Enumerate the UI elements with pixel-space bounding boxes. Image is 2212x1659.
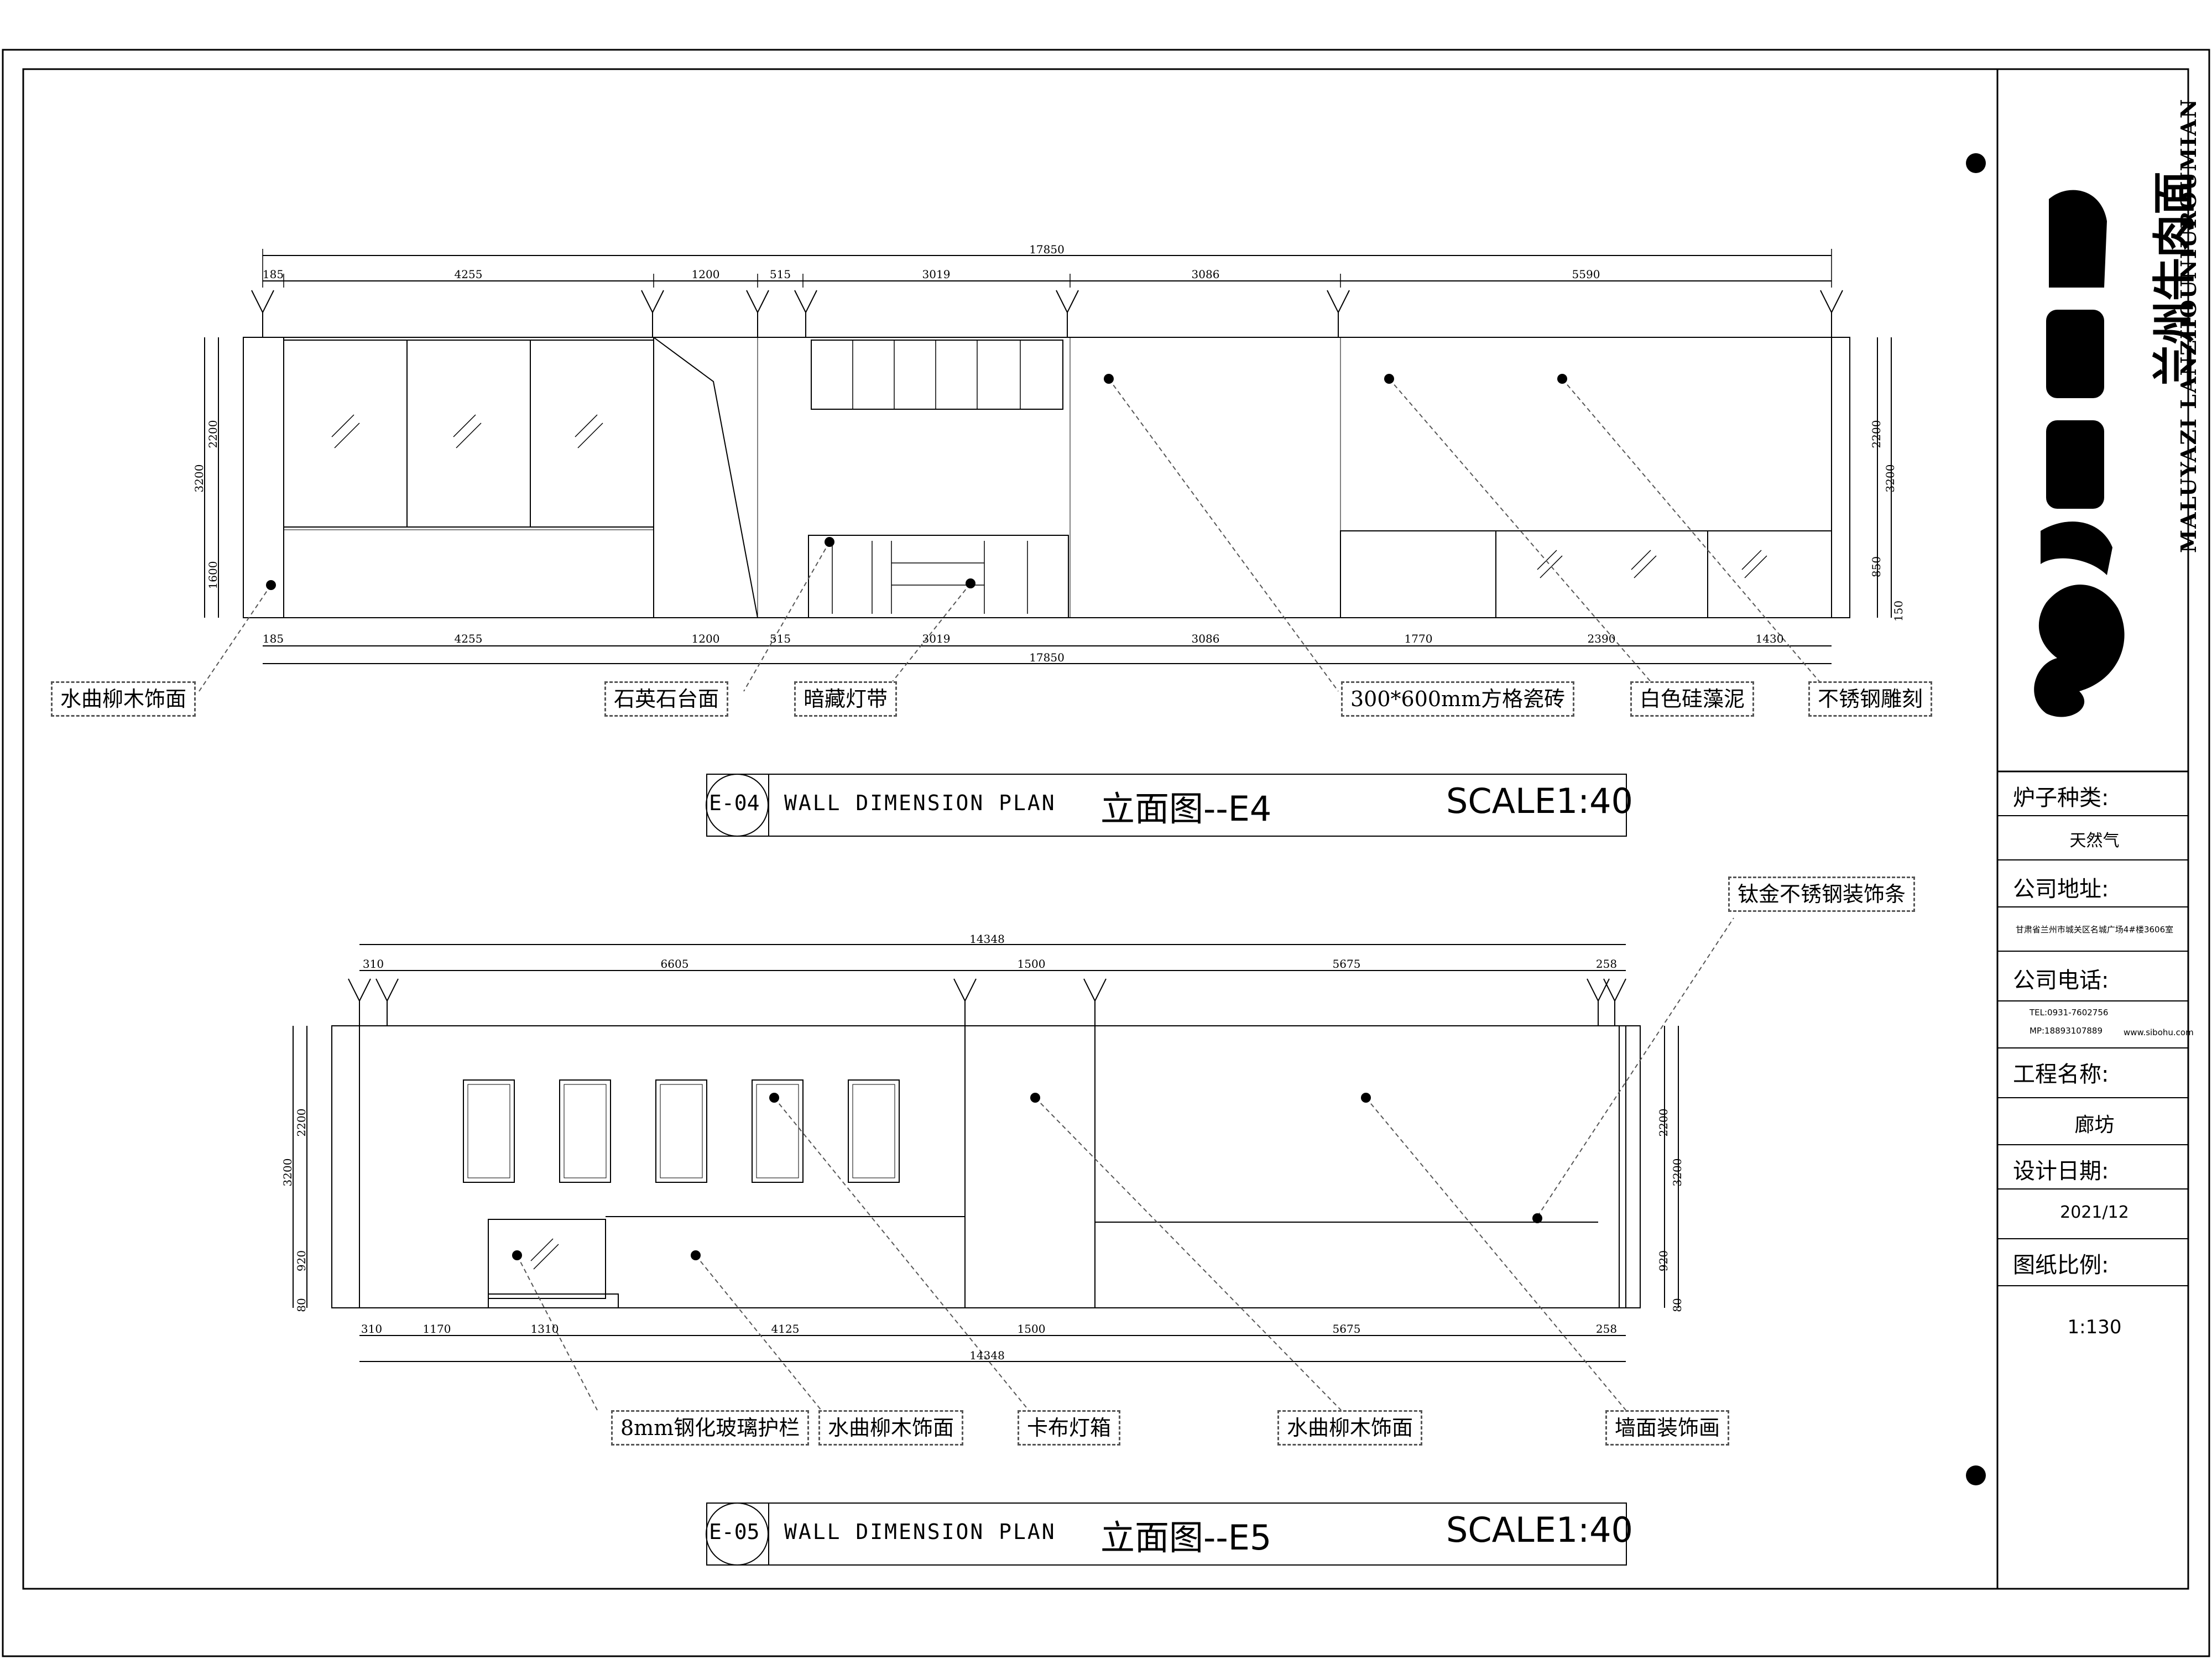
e5-left-dim: 3200 <box>281 1159 294 1187</box>
e4-code: E-04 <box>709 791 760 815</box>
e5-bottom-dim: 258 <box>1596 1322 1617 1335</box>
e4-bottom-dim: 3086 <box>1192 632 1220 645</box>
e4-total-bottom: 17850 <box>1029 651 1065 664</box>
phone-label: 公司电话: <box>2013 968 2109 993</box>
e5-right-dim: 2200 <box>1657 1109 1670 1137</box>
elevation-e5 <box>293 917 1734 1566</box>
e5-cn-title: 立面图--E5 <box>1100 1517 1272 1558</box>
e4-top-dim: 515 <box>770 268 791 281</box>
e4-top-dim: 3086 <box>1192 268 1220 281</box>
e5-bottom-dim: 1170 <box>423 1322 451 1335</box>
e4-bottom-dim: 515 <box>770 632 791 645</box>
e4-cn-title: 立面图--E4 <box>1100 789 1272 829</box>
e4-scale: SCALE1:40 <box>1446 781 1634 821</box>
e4-callout-2: 石英石台面 <box>604 681 729 717</box>
e4-right-dim: 150 <box>1892 601 1905 622</box>
e5-bottom-dim: 4125 <box>771 1322 800 1335</box>
e4-callout-6: 不锈钢雕刻 <box>1808 681 1933 717</box>
project-value: 廊坊 <box>2074 1114 2115 1136</box>
e5-top-dim: 258 <box>1596 957 1617 971</box>
e5-callout-6: 墙面装饰画 <box>1605 1410 1730 1446</box>
e4-left-dim: 2200 <box>206 420 220 448</box>
scale-label: 图纸比例: <box>2013 1253 2109 1278</box>
e5-right-dim: 920 <box>1657 1250 1670 1271</box>
e5-scale: SCALE1:40 <box>1446 1510 1634 1550</box>
e5-callout-3: 水曲柳木饰面 <box>818 1410 964 1446</box>
e4-bottom-dim: 1200 <box>692 632 720 645</box>
e4-bottom-dim: 2390 <box>1588 632 1616 645</box>
e5-top-dim: 310 <box>363 957 384 971</box>
e4-callout-4: 300*600mm方格瓷砖 <box>1341 681 1575 717</box>
e4-en-title: WALL DIMENSION PLAN <box>784 791 1056 815</box>
phone-tel: TEL:0931-7602756 <box>2030 1008 2109 1018</box>
outer-border <box>2 49 2210 1657</box>
e5-top-dim: 1500 <box>1018 957 1046 971</box>
scale-value: 1:130 <box>2067 1316 2122 1338</box>
e4-top-dim: 5590 <box>1572 268 1600 281</box>
e4-left-dim: 3200 <box>192 465 206 493</box>
date-label: 设计日期: <box>2013 1159 2109 1184</box>
e4-bottom-dim: 185 <box>263 632 284 645</box>
e4-callout-5: 白色硅藻泥 <box>1630 681 1755 717</box>
e4-top-dim: 4255 <box>455 268 483 281</box>
e5-callout-1: 钛金不锈钢装饰条 <box>1728 877 1916 912</box>
phone-mp: MP:18893107889 <box>2030 1026 2103 1036</box>
e5-left-dim: 2200 <box>295 1109 308 1137</box>
e5-callout-2: 8mm钢化玻璃护栏 <box>611 1410 810 1446</box>
e4-bottom-dim: 4255 <box>455 632 483 645</box>
binding-dot-top <box>1966 153 1986 173</box>
address-label: 公司地址: <box>2013 877 2109 902</box>
stove-value: 天然气 <box>2069 831 2120 851</box>
binding-dot-bottom <box>1966 1465 1986 1485</box>
elevation-e4 <box>199 249 1892 837</box>
e5-code: E-05 <box>709 1520 760 1544</box>
e5-bottom-dim: 1310 <box>531 1322 559 1335</box>
phone-web: www.sibohu.com <box>2124 1027 2194 1037</box>
e4-total-top: 17850 <box>1029 243 1065 256</box>
e4-callout-1: 水曲柳木饰面 <box>51 681 196 717</box>
e5-bottom-dim: 310 <box>361 1322 382 1335</box>
project-label: 工程名称: <box>2013 1062 2109 1087</box>
e4-callout-3: 暗藏灯带 <box>794 681 898 717</box>
e5-right-dim: 3200 <box>1671 1159 1684 1187</box>
e5-left-dim: 80 <box>295 1298 308 1312</box>
address-value: 甘肃省兰州市城关区名城广场4#楼3606室 <box>2015 925 2174 935</box>
e4-top-dim: 185 <box>263 268 284 281</box>
brand-logo-icon <box>2034 190 2125 717</box>
e5-en-title: WALL DIMENSION PLAN <box>784 1520 1056 1544</box>
e4-right-dim: 850 <box>1870 556 1883 577</box>
brand-logo-en: MALUYAZI LANZHOUNIUROUMIAN <box>2176 98 2201 553</box>
e4-bottom-dim: 1430 <box>1756 632 1784 645</box>
e5-top-dim: 6605 <box>661 957 689 971</box>
e4-bottom-dim: 1770 <box>1405 632 1433 645</box>
e5-bottom-dim: 5675 <box>1333 1322 1361 1335</box>
e4-left-dim: 1600 <box>206 561 220 589</box>
e5-bottom-dim: 1500 <box>1018 1322 1046 1335</box>
e5-top-dim: 5675 <box>1333 957 1361 971</box>
date-value: 2021/12 <box>2060 1203 2129 1222</box>
e5-dimension-labels: 14348 310 6605 1500 5675 258 310 1170 1310 4125 15… <box>281 932 1684 1362</box>
e5-total-bottom: 14348 <box>969 1349 1005 1362</box>
e4-bottom-dim: 3019 <box>922 632 951 645</box>
e5-right-dim: 80 <box>1671 1298 1684 1312</box>
e4-top-dim: 1200 <box>692 268 720 281</box>
e5-total-top: 14348 <box>969 932 1005 946</box>
e5-left-dim: 920 <box>295 1250 308 1271</box>
e5-callout-5: 水曲柳木饰面 <box>1277 1410 1423 1446</box>
e5-callout-4: 卡布灯箱 <box>1018 1410 1121 1446</box>
e4-top-dim: 3019 <box>922 268 951 281</box>
e4-right-dim: 2200 <box>1870 420 1883 448</box>
e4-dimension-labels: 17850 185 4255 1200 515 3019 3086 5590 185 4255 12… <box>192 243 1905 664</box>
stove-label: 炉子种类: <box>2013 785 2109 811</box>
inner-border <box>22 68 2189 1590</box>
e4-right-dim: 3200 <box>1884 465 1897 493</box>
